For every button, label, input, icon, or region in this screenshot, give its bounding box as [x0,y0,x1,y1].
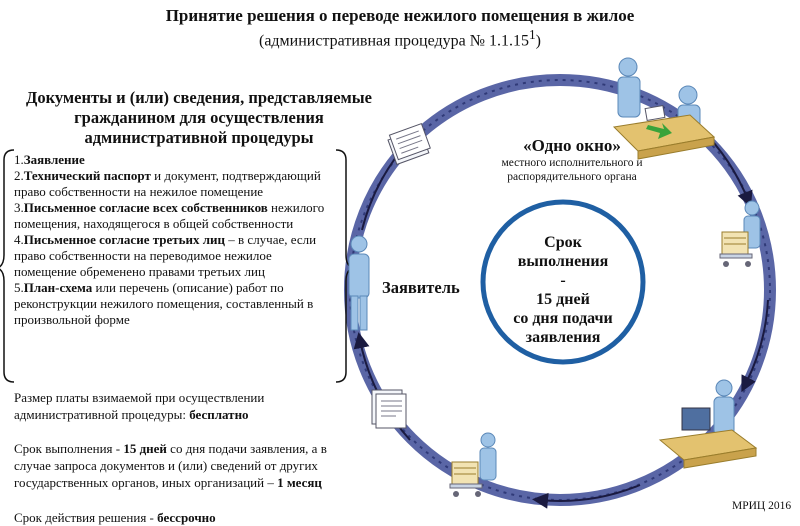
document-stack-icon [371,389,407,429]
list-item: 4.Письменное согласие третьих лиц – в сл… [14,232,317,279]
person-figure-icon [348,235,370,331]
applicant-label: Заявитель [382,278,460,297]
desk-meeting-icon [612,57,716,160]
subtitle-text: (административная процедура № 1.1.15 [258,32,529,50]
term-circle-text: Срок выполнения - 15 дней со дня подачи … [513,234,613,346]
page-title: Принятие решения о переводе нежилого пом… [165,6,635,25]
term-month: 1 месяц [277,475,322,490]
list-item: 2.Технический паспорт и документ, подтве… [14,168,321,199]
list-item: 5.План-схема или перечень (описание) раб… [14,280,314,327]
validity-info: Срок действия решения - бессрочно [14,510,216,525]
ring-arrow [532,484,641,509]
left-brace [0,149,15,383]
subtitle-footnote: 1 [529,27,536,42]
validity-value: бессрочно [157,510,216,525]
documents-heading-line: Документы и (или) сведения, представляем… [26,88,372,107]
term-days: 15 дней [123,441,167,456]
list-item: 3.Письменное согласие всех собственников… [14,200,325,231]
documents-heading-line: административной процедуры [84,128,314,147]
fee-value: бесплатно [189,407,249,422]
page-subtitle: (административная процедура № 1.1.151) [0,27,800,50]
one-window-title: «Одно окно» [523,136,621,155]
documents-heading: Документы и (или) сведения, представляем… [0,88,398,148]
documents-list: 1.Заявление 2.Технический паспорт и доку… [14,152,336,328]
documents-heading-line: гражданином для осуществления [74,108,324,127]
document-stack-icon [387,122,431,166]
computer-workstation-icon [658,379,758,469]
list-item: 1.Заявление [14,152,85,167]
one-window-subtitle: местного исполнительного и распорядитель… [501,157,643,183]
ring-arrow [741,299,769,393]
term-info: Срок выполнения - 15 дней со дня подачи … [14,441,327,490]
term-circle [480,199,646,365]
cart-with-files-icon [719,200,761,267]
credit-label: МРИЦ 2016 [732,500,792,512]
subtitle-end: ) [535,32,541,50]
fee-info: Размер платы взимаемой при осуществлении… [14,390,265,422]
cart-with-files-icon [449,432,497,497]
